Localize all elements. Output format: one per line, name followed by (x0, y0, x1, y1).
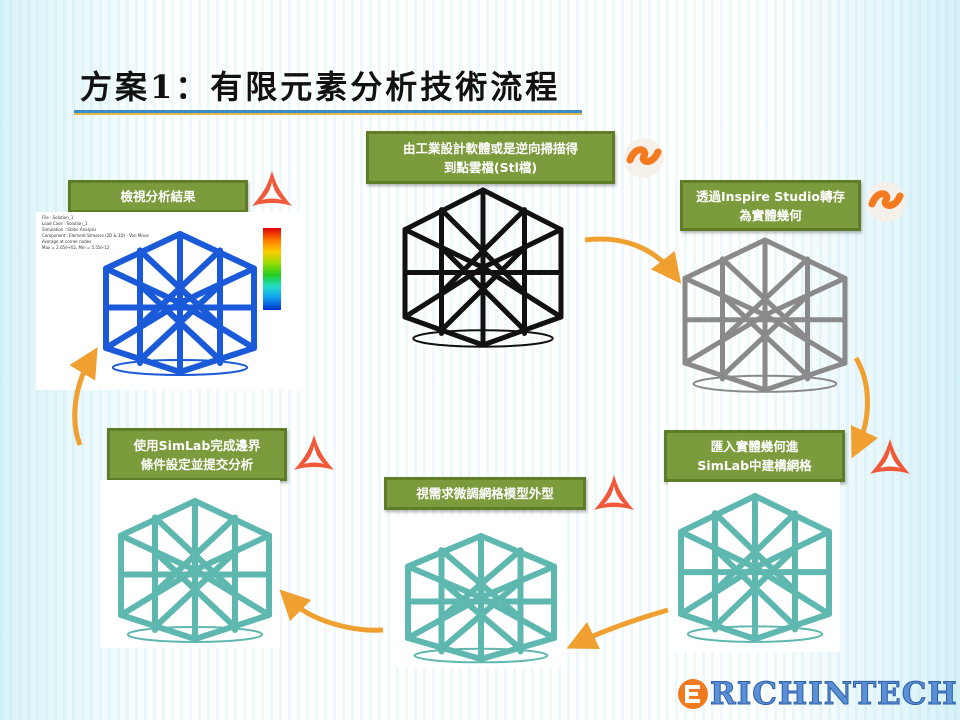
step-text: 使用SimLab完成邊界 (133, 437, 261, 453)
richintech-logo-icon (678, 679, 708, 709)
simlab-icon (294, 435, 334, 470)
solid-lattice-model (682, 237, 848, 393)
step-box-results: 檢視分析結果 (68, 180, 248, 213)
step-text: 由工業設計軟體或是逆向掃描得 (402, 140, 578, 156)
step-text: 視需求微調網格模型外型 (416, 486, 554, 501)
step-box-adjust: 視需求微調網格模型外型 (384, 477, 586, 510)
result-info-line: Simulation : Static Analysis (42, 227, 97, 232)
step-box-mesh: 匯入實體幾何進 SimLab中建構網格 (664, 430, 845, 482)
step-text: 匯入實體幾何進 (710, 439, 799, 454)
richintech-logo: RICHINTECH (676, 676, 958, 713)
step-text: 為實體幾何 (739, 207, 802, 223)
simlab-icon (594, 475, 634, 510)
boundary-lattice-model (118, 498, 272, 643)
inspire-studio-icon (866, 182, 906, 222)
result-info-line: File : Solution_1 (42, 215, 74, 220)
arrow-icon (584, 236, 682, 284)
stress-result-model (103, 231, 257, 376)
step-box-boundary: 使用SimLab完成邊界 條件設定並提交分析 (107, 428, 287, 481)
adjusted-lattice-model (405, 533, 557, 664)
mesh-lattice-model (678, 493, 832, 643)
logo-text: RICHINTECH (710, 676, 958, 713)
page-title: 方案1：有限元素分析技術流程 (80, 68, 561, 106)
simlab-icon (870, 439, 910, 474)
step-text: 條件設定並提交分析 (140, 456, 254, 472)
result-info-line: Load Case : Solution_1 (42, 221, 88, 226)
simlab-icon (252, 171, 292, 206)
step-text: SimLab中建構網格 (697, 458, 812, 473)
stl-lattice-model (402, 187, 564, 348)
arrow-icon (566, 607, 669, 650)
step-text: 透過Inspire Studio轉存 (696, 188, 845, 204)
result-info-line: Average at corner nodes (42, 239, 92, 244)
step-text: 檢視分析結果 (120, 189, 196, 204)
step-box-stl: 由工業設計軟體或是逆向掃描得 到點雲檔(Stl檔) (366, 131, 615, 184)
result-info-line: Max = 2.05e+02, Min = 5.55e-12 (42, 245, 110, 250)
arrow-icon (279, 589, 384, 633)
inspire-studio-icon (624, 138, 664, 178)
result-info-line: Component : Element Stresses (2D & 3D) -… (42, 233, 149, 238)
step-box-inspire: 透過Inspire Studio轉存 為實體幾何 (680, 180, 861, 231)
step-text: 到點雲檔(Stl檔) (443, 159, 538, 175)
result-info: File : Solution_1 Load Case : Solution_1… (42, 215, 149, 251)
stress-color-legend (263, 228, 281, 310)
arrow-icon (69, 347, 98, 446)
arrow-icon (850, 356, 879, 459)
title-underline (74, 110, 582, 115)
